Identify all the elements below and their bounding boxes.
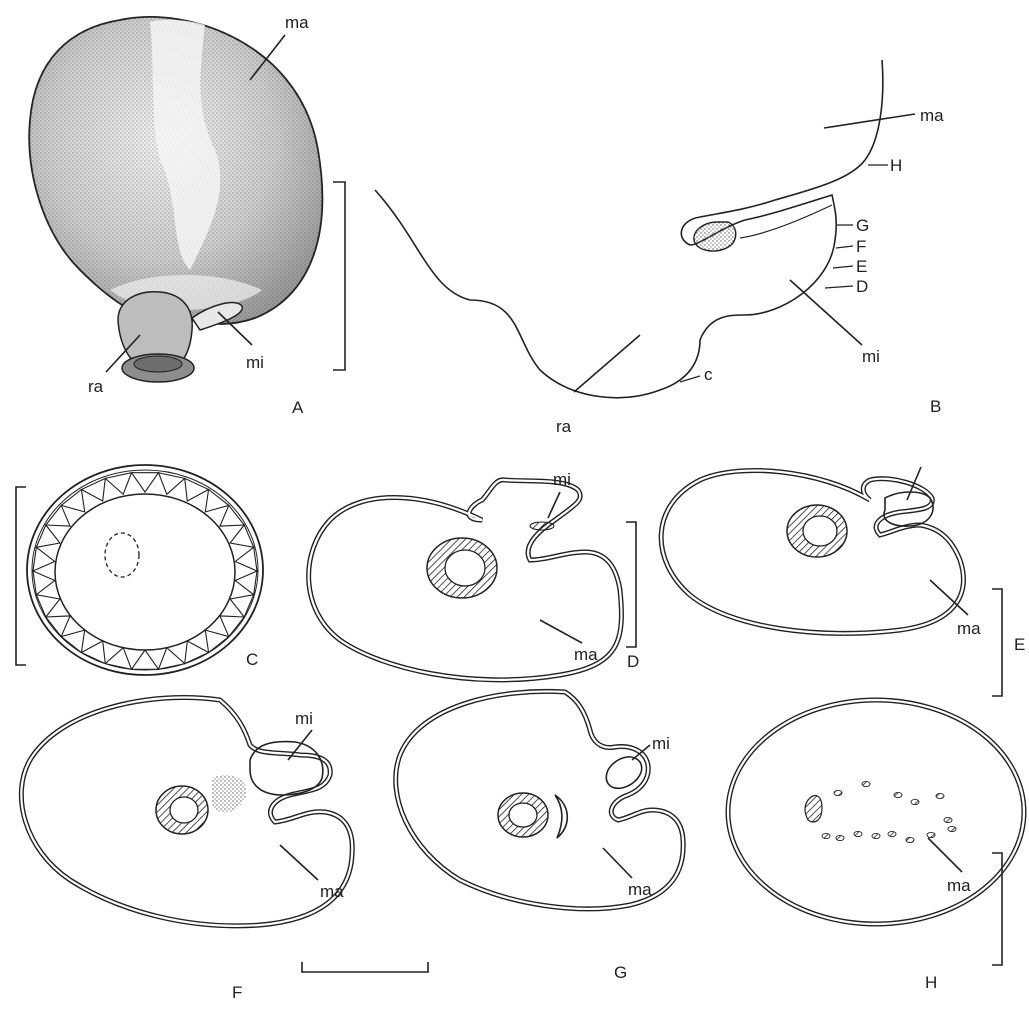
- stipple-patch-f: [212, 775, 247, 813]
- vascular-bundle: [854, 831, 862, 836]
- panel-letter-d: D: [627, 652, 639, 671]
- label-b-f: F: [856, 237, 866, 256]
- embryo-pocket: [694, 222, 736, 251]
- label-a-ma: ma: [285, 13, 309, 32]
- vascular-bundle: [862, 781, 870, 786]
- scale-bar-c: [16, 487, 26, 665]
- panel-b: ma H G F E D mi c ra B: [375, 60, 944, 436]
- label-d-mi: mi: [553, 470, 571, 489]
- scale-bar-f: [302, 962, 428, 972]
- vascular-bundle: [888, 831, 896, 836]
- panel-letter-e: E: [1014, 635, 1025, 654]
- label-f-mi: mi: [295, 709, 313, 728]
- label-f-ma: ma: [320, 882, 344, 901]
- scale-bar-e: [992, 589, 1002, 696]
- cross-section-inner: [55, 494, 235, 650]
- panel-letter-f: F: [232, 983, 242, 1002]
- vascular-bundle: [944, 817, 952, 822]
- section-h-outline: [728, 700, 1024, 924]
- label-b-h: H: [890, 156, 902, 175]
- panel-letter-c: C: [246, 650, 258, 669]
- label-b-d: D: [856, 277, 868, 296]
- panel-h: ma H: [728, 700, 1024, 992]
- label-b-ma: ma: [920, 106, 944, 125]
- label-g-mi: mi: [652, 734, 670, 753]
- label-e-ma: ma: [957, 619, 981, 638]
- panel-g: mi ma G: [396, 691, 684, 982]
- crescent-g: [555, 795, 567, 838]
- label-b-g: G: [856, 216, 869, 235]
- label-g-ma: ma: [628, 880, 652, 899]
- panel-letter-b: B: [930, 397, 941, 416]
- vascular-bundle: [894, 792, 902, 797]
- vascular-strand-d: [530, 522, 554, 530]
- panel-letter-a: A: [292, 398, 304, 417]
- vascular-bundle: [836, 835, 844, 840]
- vascular-bundle: [948, 826, 956, 831]
- vascular-bundle: [906, 837, 914, 842]
- label-b-c: c: [704, 365, 713, 384]
- label-b-mi: mi: [862, 347, 880, 366]
- vascular-bundle: [911, 799, 919, 804]
- panel-letter-h: H: [925, 973, 937, 992]
- label-a-ra: ra: [88, 377, 104, 396]
- label-a-mi: mi: [246, 353, 264, 372]
- panel-d: mi ma D: [309, 470, 640, 680]
- vascular-bundles: [822, 781, 956, 842]
- label-b-ra: ra: [556, 417, 572, 436]
- longitudinal-outline: [375, 60, 883, 398]
- micropyle-lobe-g: [606, 757, 641, 788]
- scale-bar-a: [333, 182, 345, 370]
- vascular-bundle: [927, 832, 935, 837]
- label-b-e: E: [856, 257, 867, 276]
- label-d-ma: ma: [574, 645, 598, 664]
- label-h-ma: ma: [947, 876, 971, 895]
- panel-c: C: [16, 465, 263, 675]
- panel-e: ma E: [661, 467, 1025, 696]
- vascular-bundle: [834, 790, 842, 795]
- vascular-patch-h: [805, 796, 822, 822]
- panel-letter-g: G: [614, 963, 627, 982]
- vascular-bundle: [822, 833, 830, 838]
- panel-f: mi ma F: [21, 698, 428, 1003]
- panel-a: ma ra mi A: [29, 13, 345, 417]
- vascular-bundle: [936, 793, 944, 798]
- vascular-bundle: [872, 833, 880, 838]
- scale-bar-d: [626, 522, 636, 647]
